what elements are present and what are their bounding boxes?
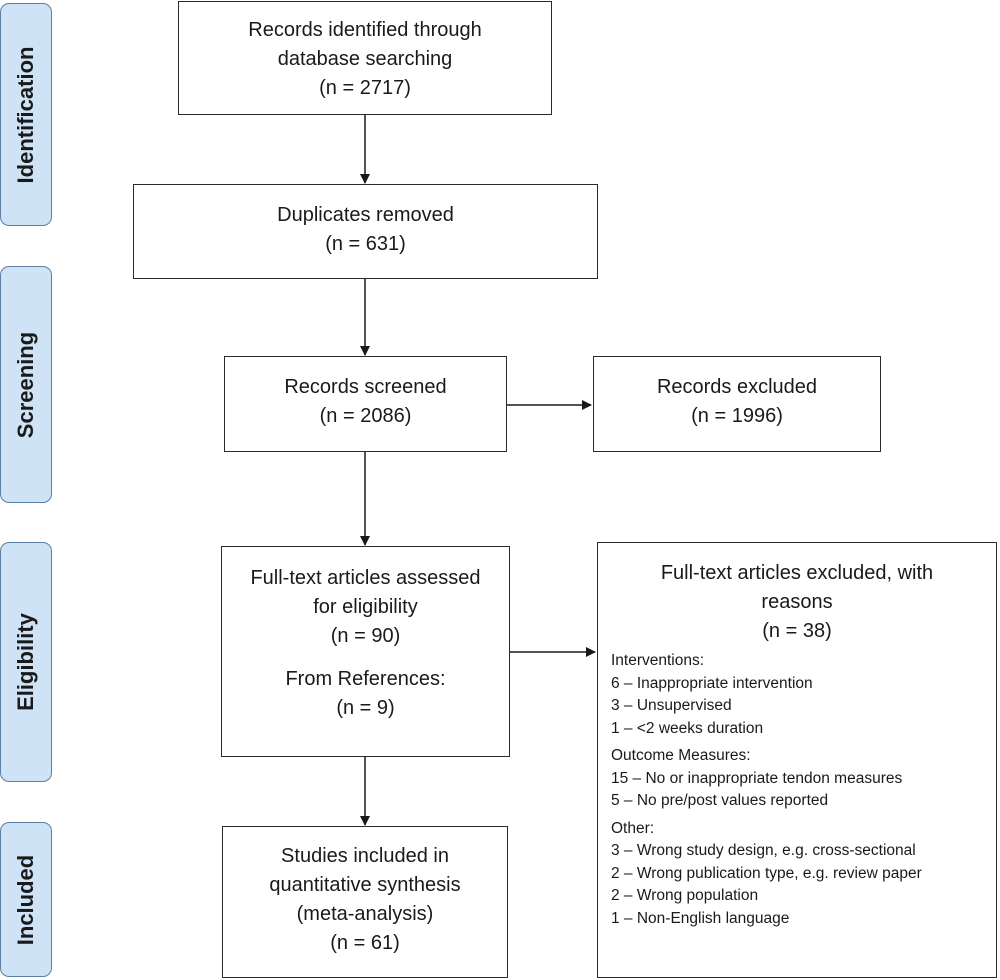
records-screened-count: (n = 2086) <box>319 405 412 427</box>
duplicates-removed-line1: Duplicates removed <box>277 204 454 226</box>
reason-group-heading: Outcome Measures: <box>611 747 751 764</box>
reason-item: 1 – Non-English language <box>611 909 790 927</box>
studies-included-line1: Studies included in <box>281 845 449 867</box>
box-records-identified: Records identified through database sear… <box>178 1 552 115</box>
reason-group-interventions: Interventions: 6 – Inappropriate interve… <box>611 650 996 740</box>
fulltext-assessed-count: (n = 90) <box>330 625 401 647</box>
stage-included: Included <box>0 822 52 977</box>
fulltext-excluded-line2: reasons <box>761 591 833 613</box>
stage-screening: Screening <box>0 266 52 503</box>
studies-included-count: (n = 61) <box>330 932 400 954</box>
reason-item: 3 – Wrong study design, e.g. cross-secti… <box>611 842 916 859</box>
reason-group-heading: Other: <box>611 819 655 837</box>
reason-group-outcome-measures: Outcome Measures: 15 – No or inappropria… <box>611 745 996 813</box>
reason-item: 3 – Unsupervised <box>611 697 732 714</box>
reason-item: 1 – <2 weeks duration <box>611 719 764 737</box>
box-duplicates-removed: Duplicates removed (n = 631) <box>133 184 598 279</box>
reason-item: 6 – Inappropriate intervention <box>611 674 813 692</box>
box-records-screened: Records screened (n = 2086) <box>224 356 507 452</box>
box-fulltext-excluded: Full-text articles excluded, with reason… <box>597 542 997 978</box>
stage-identification: Identification <box>0 3 52 226</box>
reason-item: 5 – No pre/post values reported <box>611 792 829 809</box>
reason-group-heading: Interventions: <box>611 652 705 669</box>
records-identified-count: (n = 2717) <box>319 77 411 99</box>
fulltext-excluded-line1: Full-text articles excluded, with <box>660 562 934 584</box>
exclusion-reasons: Interventions: 6 – Inappropriate interve… <box>598 650 996 930</box>
records-identified-line1: Records identified through <box>248 19 482 41</box>
stage-eligibility: Eligibility <box>0 542 52 782</box>
fulltext-assessed-line2: for eligibility <box>313 596 418 618</box>
box-studies-included: Studies included in quantitative synthes… <box>222 826 508 978</box>
fulltext-assessed-line1: Full-text articles assessed <box>250 567 481 589</box>
studies-included-line3: (meta-analysis) <box>296 903 434 925</box>
reason-group-other: Other: 3 – Wrong study design, e.g. cros… <box>611 818 996 931</box>
records-identified-line2: database searching <box>277 48 453 70</box>
from-references-label: From References: <box>285 668 446 690</box>
reason-item: 2 – Wrong population <box>611 887 759 904</box>
fulltext-excluded-count: (n = 38) <box>762 620 832 642</box>
box-records-excluded: Records excluded (n = 1996) <box>593 356 881 452</box>
reason-item: 2 – Wrong publication type, e.g. review … <box>611 864 922 882</box>
records-screened-line1: Records screened <box>284 376 447 398</box>
duplicates-removed-count: (n = 631) <box>325 233 406 255</box>
records-excluded-line1: Records excluded <box>656 376 818 398</box>
from-references-count: (n = 9) <box>336 697 395 719</box>
box-fulltext-assessed: Full-text articles assessed for eligibil… <box>221 546 510 757</box>
reason-item: 15 – No or inappropriate tendon measures <box>611 769 903 787</box>
records-excluded-count: (n = 1996) <box>691 405 783 427</box>
studies-included-line2: quantitative synthesis <box>269 874 461 896</box>
